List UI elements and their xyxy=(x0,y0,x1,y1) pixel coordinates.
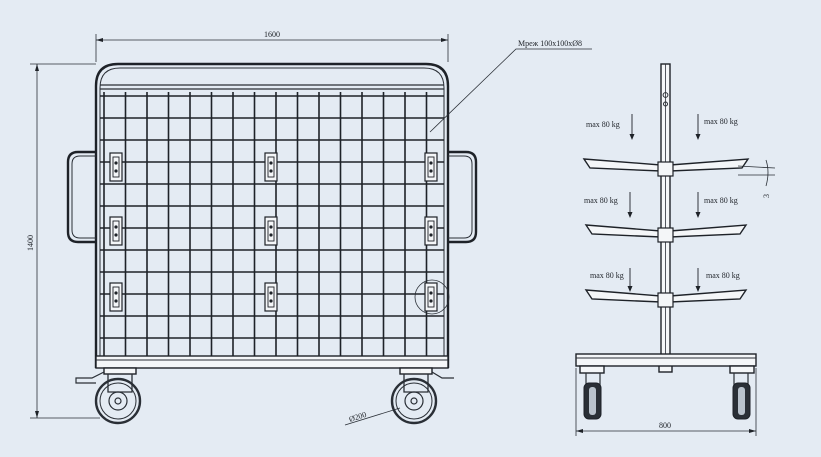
load-label: max 80 kg xyxy=(584,196,618,205)
shelf-bracket xyxy=(424,152,438,182)
load-rating: max 80 kg xyxy=(695,114,738,140)
shelf-bracket xyxy=(264,152,278,182)
load-rating: max 80 kg xyxy=(584,192,633,218)
shelf-arm-pair xyxy=(584,224,748,243)
shelf-bracket xyxy=(109,282,123,312)
shelf-bracket xyxy=(264,282,278,312)
width-dimension-side: 800 xyxy=(575,368,757,436)
left-arm xyxy=(582,158,662,172)
shelf-bracket xyxy=(264,216,278,246)
shelf-bracket xyxy=(109,152,123,182)
detail-circle xyxy=(414,279,450,315)
left-handle xyxy=(66,150,96,244)
tilt-dimension: 3 xyxy=(737,159,776,198)
left-arm xyxy=(584,224,662,238)
load-label: max 80 kg xyxy=(706,271,740,280)
wheel-diameter-label: Ø200 xyxy=(348,410,368,424)
central-pole xyxy=(658,63,673,373)
load-rating: max 80 kg xyxy=(695,268,740,292)
arm-clamp xyxy=(657,292,674,308)
height-dimension-front: 1400 xyxy=(26,63,100,419)
width-dimension-side-label: 800 xyxy=(659,421,671,430)
load-rating: max 80 kg xyxy=(586,114,635,140)
side-wheel-right xyxy=(729,365,755,420)
shelf-arms xyxy=(582,158,750,308)
arm-clamp xyxy=(657,161,674,177)
wheel-diameter-callout: Ø200 xyxy=(344,407,401,426)
shelf-bracket xyxy=(109,216,123,246)
right-arm xyxy=(669,289,748,303)
load-rating: max 80 kg xyxy=(695,192,738,218)
front-wheel-left xyxy=(75,367,142,425)
front-wheel-right xyxy=(390,367,454,425)
load-label: max 80 kg xyxy=(704,196,738,205)
right-handle xyxy=(448,150,478,244)
shelf-brackets xyxy=(109,152,438,312)
mesh-callout-label: Мреж 100х100хØ8 xyxy=(518,39,582,48)
cart-base xyxy=(95,355,449,369)
load-rating: max 80 kg xyxy=(590,268,633,292)
shelf-bracket xyxy=(424,282,438,312)
shelf-bracket xyxy=(424,216,438,246)
side-base xyxy=(575,353,757,367)
arm-clamp xyxy=(657,227,674,243)
left-arm xyxy=(584,289,662,303)
right-arm xyxy=(669,158,750,172)
shelf-arm-pair xyxy=(582,158,750,177)
wire-mesh xyxy=(100,92,444,356)
mesh-callout: Мреж 100х100хØ8 xyxy=(429,39,592,133)
load-label: max 80 kg xyxy=(586,120,620,129)
width-dimension-label: 1600 xyxy=(264,30,280,39)
tilt-label: 3 xyxy=(762,194,771,198)
load-ratings: max 80 kg max 80 kg max 80 kg max 80 kg max … xyxy=(584,114,740,292)
side-wheel-left xyxy=(579,365,605,420)
load-label: max 80 kg xyxy=(704,117,738,126)
height-dimension-label: 1400 xyxy=(26,235,35,251)
width-dimension-front: 1600 xyxy=(95,30,449,62)
cart-frame xyxy=(94,62,450,368)
load-label: max 80 kg xyxy=(590,271,624,280)
right-arm xyxy=(669,224,748,238)
front-view: 1600 1400 xyxy=(26,30,592,426)
shelf-arm-pair xyxy=(584,289,748,308)
